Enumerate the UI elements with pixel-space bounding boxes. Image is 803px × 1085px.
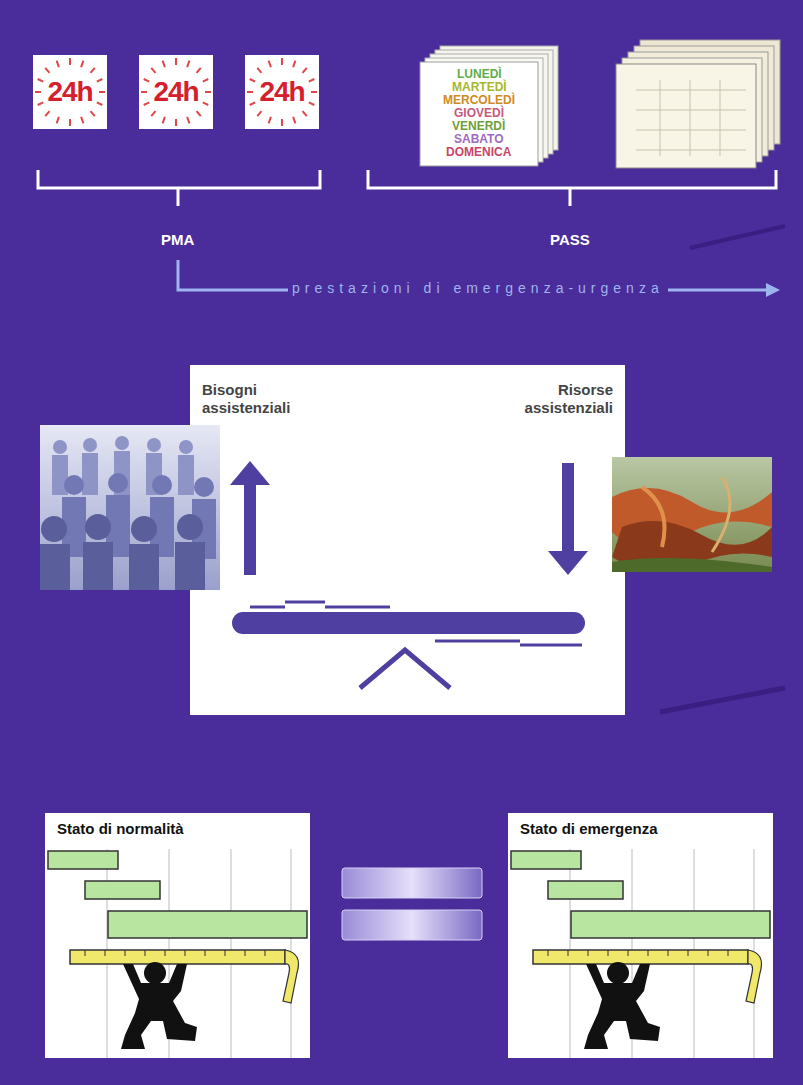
sunburst-ray — [69, 58, 71, 65]
sunburst-ray — [38, 102, 44, 105]
state-panel: Stato di emergenza — [508, 813, 773, 1058]
clock-icon-box: 24h — [33, 55, 107, 129]
calendar-sheets — [616, 40, 780, 168]
sunburst-ray — [81, 117, 83, 123]
sunburst-ray — [99, 91, 105, 93]
sunburst-ray — [205, 91, 211, 93]
sunburst-ray — [175, 119, 177, 126]
sunburst-ray — [97, 102, 103, 105]
sunburst-ray — [269, 117, 271, 123]
sunburst-ray — [197, 68, 201, 73]
sunburst-ray — [175, 58, 177, 65]
day-cards — [420, 46, 558, 166]
balance-heading: Risorse assistenziali — [488, 381, 613, 417]
sunburst-ray — [163, 117, 165, 123]
weekday-label: MERCOLEDÌ — [443, 94, 515, 107]
load-illustration — [45, 813, 310, 1058]
weekday-label: LUNEDÌ — [457, 68, 502, 81]
sunburst-ray — [38, 79, 44, 82]
equal-slab — [342, 868, 482, 898]
sunburst-ray — [203, 79, 209, 82]
sunburst-ray — [250, 79, 256, 82]
sunburst-ray — [203, 102, 209, 105]
sunburst-ray — [45, 68, 49, 73]
weekday-label: DOMENICA — [446, 146, 511, 159]
clock-icon-box: 24h — [139, 55, 213, 129]
sunburst-ray — [281, 58, 283, 65]
group-label: PMA — [161, 232, 194, 249]
sunburst-ray — [57, 61, 59, 67]
state-title: Stato di emergenza — [520, 820, 658, 837]
clock-label: 24h — [153, 76, 198, 108]
decor-streak — [690, 226, 785, 248]
sunburst-ray — [187, 117, 189, 123]
balance-illustration — [190, 365, 625, 715]
state-title: Stato di normalità — [57, 820, 184, 837]
state-panel: Stato di normalità — [45, 813, 310, 1058]
sunburst-ray — [141, 91, 147, 93]
balance-panel: Bisogni assistenziali Risorse assistenzia… — [190, 365, 625, 715]
clock-icon-box: 24h — [245, 55, 319, 129]
sunburst-ray — [257, 111, 261, 116]
decor-streak — [660, 688, 785, 712]
clock-label: 24h — [259, 76, 304, 108]
sunburst-ray — [81, 61, 83, 67]
load-illustration — [508, 813, 773, 1058]
equal-slab — [342, 910, 482, 940]
group-label: PASS — [550, 232, 590, 249]
sunburst-ray — [281, 119, 283, 126]
sunburst-ray — [187, 61, 189, 67]
sunburst-ray — [45, 111, 49, 116]
weekday-label: MARTEDÌ — [452, 81, 507, 94]
sunburst-ray — [303, 111, 307, 116]
sunburst-ray — [151, 68, 155, 73]
sunburst-ray — [293, 117, 295, 123]
sunburst-ray — [97, 79, 103, 82]
flow-arrowhead — [766, 283, 780, 297]
weekday-label: SABATO — [454, 133, 504, 146]
balance-heading: Bisogni assistenziali — [202, 381, 327, 417]
sunburst-ray — [57, 117, 59, 123]
weekday-label: VENERDÌ — [452, 120, 505, 133]
sunburst-ray — [250, 102, 256, 105]
sunburst-ray — [91, 111, 95, 116]
flow-label: prestazioni di emergenza-urgenza — [288, 281, 668, 296]
pma-bracket — [38, 170, 320, 206]
sunburst-ray — [144, 102, 150, 105]
landscape-picture — [612, 457, 772, 572]
sunburst-ray — [144, 79, 150, 82]
sunburst-ray — [91, 68, 95, 73]
sunburst-ray — [257, 68, 261, 73]
people-picture — [40, 425, 220, 590]
sunburst-ray — [309, 79, 315, 82]
sunburst-ray — [309, 102, 315, 105]
sunburst-ray — [311, 91, 317, 93]
sunburst-ray — [293, 61, 295, 67]
weekday-label: GIOVEDÌ — [454, 107, 504, 120]
sunburst-ray — [247, 91, 253, 93]
sunburst-ray — [151, 111, 155, 116]
clock-label: 24h — [47, 76, 92, 108]
sunburst-ray — [269, 61, 271, 67]
sunburst-ray — [35, 91, 41, 93]
pass-bracket — [368, 170, 776, 206]
sunburst-ray — [303, 68, 307, 73]
sunburst-ray — [163, 61, 165, 67]
sunburst-ray — [197, 111, 201, 116]
sunburst-ray — [69, 119, 71, 126]
